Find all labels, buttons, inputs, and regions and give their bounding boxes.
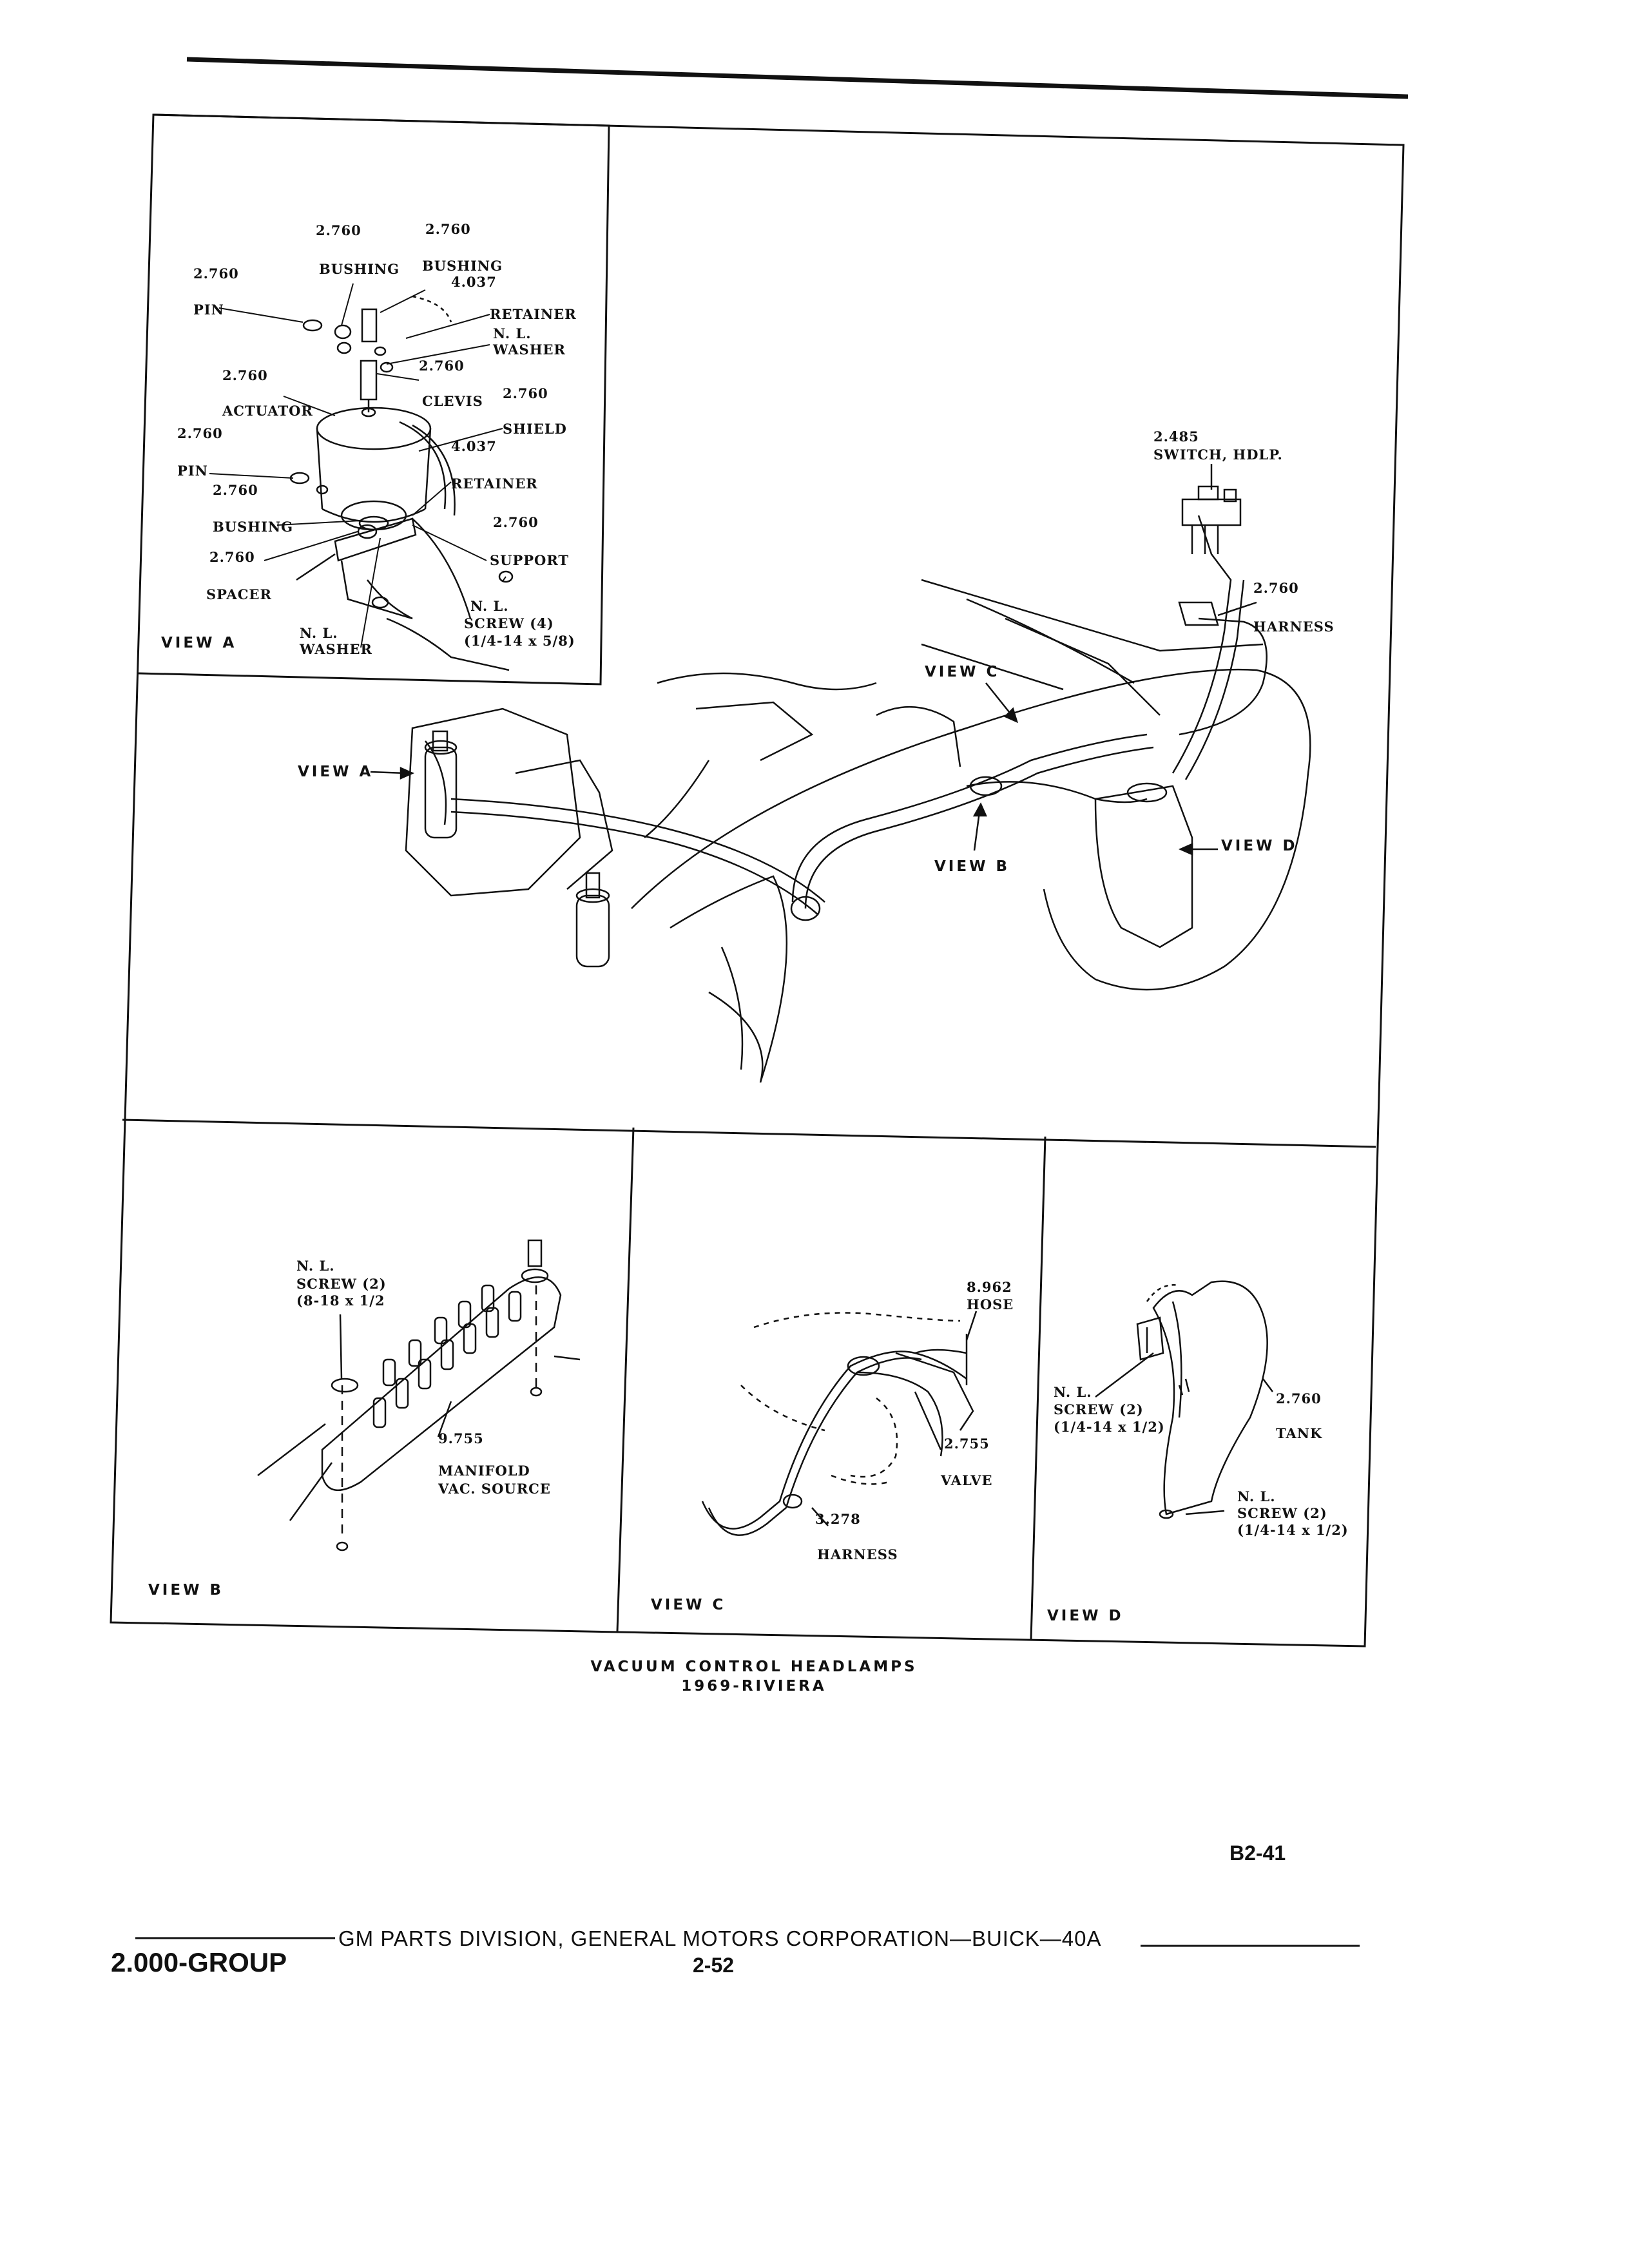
switch-label: SWITCH, HDLP. bbox=[1153, 447, 1283, 463]
outer-frame bbox=[111, 115, 1403, 1646]
part-label: (1/4-14 x 5/8) bbox=[464, 633, 575, 649]
part-label: CLEVIS bbox=[422, 393, 483, 409]
manifold-sublabel: VAC. SOURCE bbox=[438, 1481, 551, 1497]
part-label: BUSHING bbox=[319, 261, 400, 277]
view-b-title: VIEW B bbox=[148, 1582, 224, 1599]
footer-publisher: GM PARTS DIVISION, GENERAL MOTORS CORPOR… bbox=[338, 1927, 1102, 1950]
divider-c-d bbox=[1031, 1137, 1045, 1640]
part-label: ACTUATOR bbox=[222, 403, 313, 419]
footer-page-number: 2-52 bbox=[693, 1954, 735, 1977]
view-d-tank-drawing bbox=[1095, 1282, 1273, 1518]
panel-frames bbox=[111, 115, 1403, 1646]
page-code: B2-41 bbox=[1229, 1841, 1286, 1865]
part-label: BUSHING bbox=[213, 519, 294, 535]
part-label: N. L. bbox=[493, 325, 532, 341]
part-label: 2.760 bbox=[177, 425, 223, 441]
part-label: SHIELD bbox=[503, 421, 567, 437]
part-label: RETAINER bbox=[451, 476, 538, 492]
part-label: 2.760 bbox=[209, 549, 255, 565]
part-label: RETAINER bbox=[490, 306, 577, 322]
part-label: 2.760 bbox=[316, 222, 361, 238]
main-vehicle-drawing bbox=[406, 486, 1310, 1082]
view-a-frame bbox=[139, 115, 609, 684]
screw-size: (8-18 x 1/2 bbox=[296, 1293, 385, 1309]
valve-label: VALVE bbox=[941, 1472, 993, 1488]
harness-label: HARNESS bbox=[817, 1546, 898, 1562]
lower-divider bbox=[122, 1120, 1376, 1147]
callout-view-c: VIEW C bbox=[925, 664, 1000, 680]
switch-code: 2.485 bbox=[1153, 428, 1199, 445]
part-label: 2.760 bbox=[503, 385, 548, 401]
part-label: 4.037 bbox=[451, 438, 497, 454]
view-b-manifold-drawing bbox=[258, 1240, 580, 1550]
manifold-label: MANIFOLD bbox=[438, 1463, 530, 1479]
divider-b-c bbox=[617, 1128, 633, 1631]
tank-label: TANK bbox=[1276, 1425, 1323, 1441]
screw2-nl: N. L. bbox=[1237, 1488, 1276, 1504]
screw-label: SCREW (2) bbox=[1054, 1401, 1144, 1418]
part-label: 4.037 bbox=[451, 274, 497, 290]
screw-size: (1/4-14 x 1/2) bbox=[1054, 1419, 1165, 1435]
manifold-code: 9.755 bbox=[438, 1430, 484, 1446]
valve-code: 2.755 bbox=[944, 1436, 990, 1452]
harness-code: 2.760 bbox=[1253, 580, 1299, 596]
view-a-leaders bbox=[209, 284, 506, 648]
screw2-label: SCREW (2) bbox=[1237, 1505, 1327, 1521]
main-view-callout-arrows bbox=[371, 464, 1257, 854]
part-label: PIN bbox=[193, 302, 224, 318]
figure-caption-title: VACUUM CONTROL HEADLAMPS bbox=[590, 1658, 918, 1675]
part-label: 2.760 bbox=[213, 482, 258, 498]
part-label: 2.760 bbox=[222, 367, 268, 383]
part-label: BUSHING bbox=[422, 258, 503, 274]
callout-view-d: VIEW D bbox=[1221, 838, 1298, 854]
view-d-title: VIEW D bbox=[1047, 1608, 1124, 1624]
callout-view-b: VIEW B bbox=[934, 858, 1010, 875]
part-label: 2.760 bbox=[425, 221, 471, 237]
part-label: N. L. bbox=[470, 598, 509, 614]
hose-label: HOSE bbox=[967, 1296, 1014, 1312]
top-rule bbox=[187, 59, 1408, 97]
screw-nl: N. L. bbox=[1054, 1384, 1092, 1400]
screw-nl: N. L. bbox=[296, 1258, 335, 1274]
part-label: SPACER bbox=[206, 586, 272, 602]
footer-group: 2.000-GROUP bbox=[111, 1947, 287, 1977]
part-label: SUPPORT bbox=[490, 552, 570, 568]
part-label: WASHER bbox=[493, 341, 566, 358]
figure-caption-model: 1969-RIVIERA bbox=[681, 1678, 827, 1695]
part-label: 2.760 bbox=[493, 514, 539, 530]
part-label: N. L. bbox=[300, 625, 338, 641]
callout-view-a: VIEW A bbox=[298, 764, 374, 780]
view-a-title: VIEW A bbox=[161, 635, 237, 651]
view-c-valve-drawing bbox=[702, 1311, 976, 1535]
screw-label: SCREW (2) bbox=[296, 1276, 387, 1292]
harness-label: HARNESS bbox=[1253, 619, 1335, 635]
tank-code: 2.760 bbox=[1276, 1390, 1322, 1407]
part-label: 2.760 bbox=[419, 358, 465, 374]
harness-code: 3.278 bbox=[815, 1511, 861, 1527]
part-label: SCREW (4) bbox=[464, 615, 554, 631]
hose-code: 8.962 bbox=[967, 1279, 1012, 1295]
screw2-size: (1/4-14 x 1/2) bbox=[1237, 1522, 1349, 1538]
part-label: 2.760 bbox=[193, 265, 239, 282]
part-label: PIN bbox=[177, 463, 208, 479]
view-c-title: VIEW C bbox=[651, 1597, 726, 1613]
part-label: WASHER bbox=[300, 641, 372, 657]
